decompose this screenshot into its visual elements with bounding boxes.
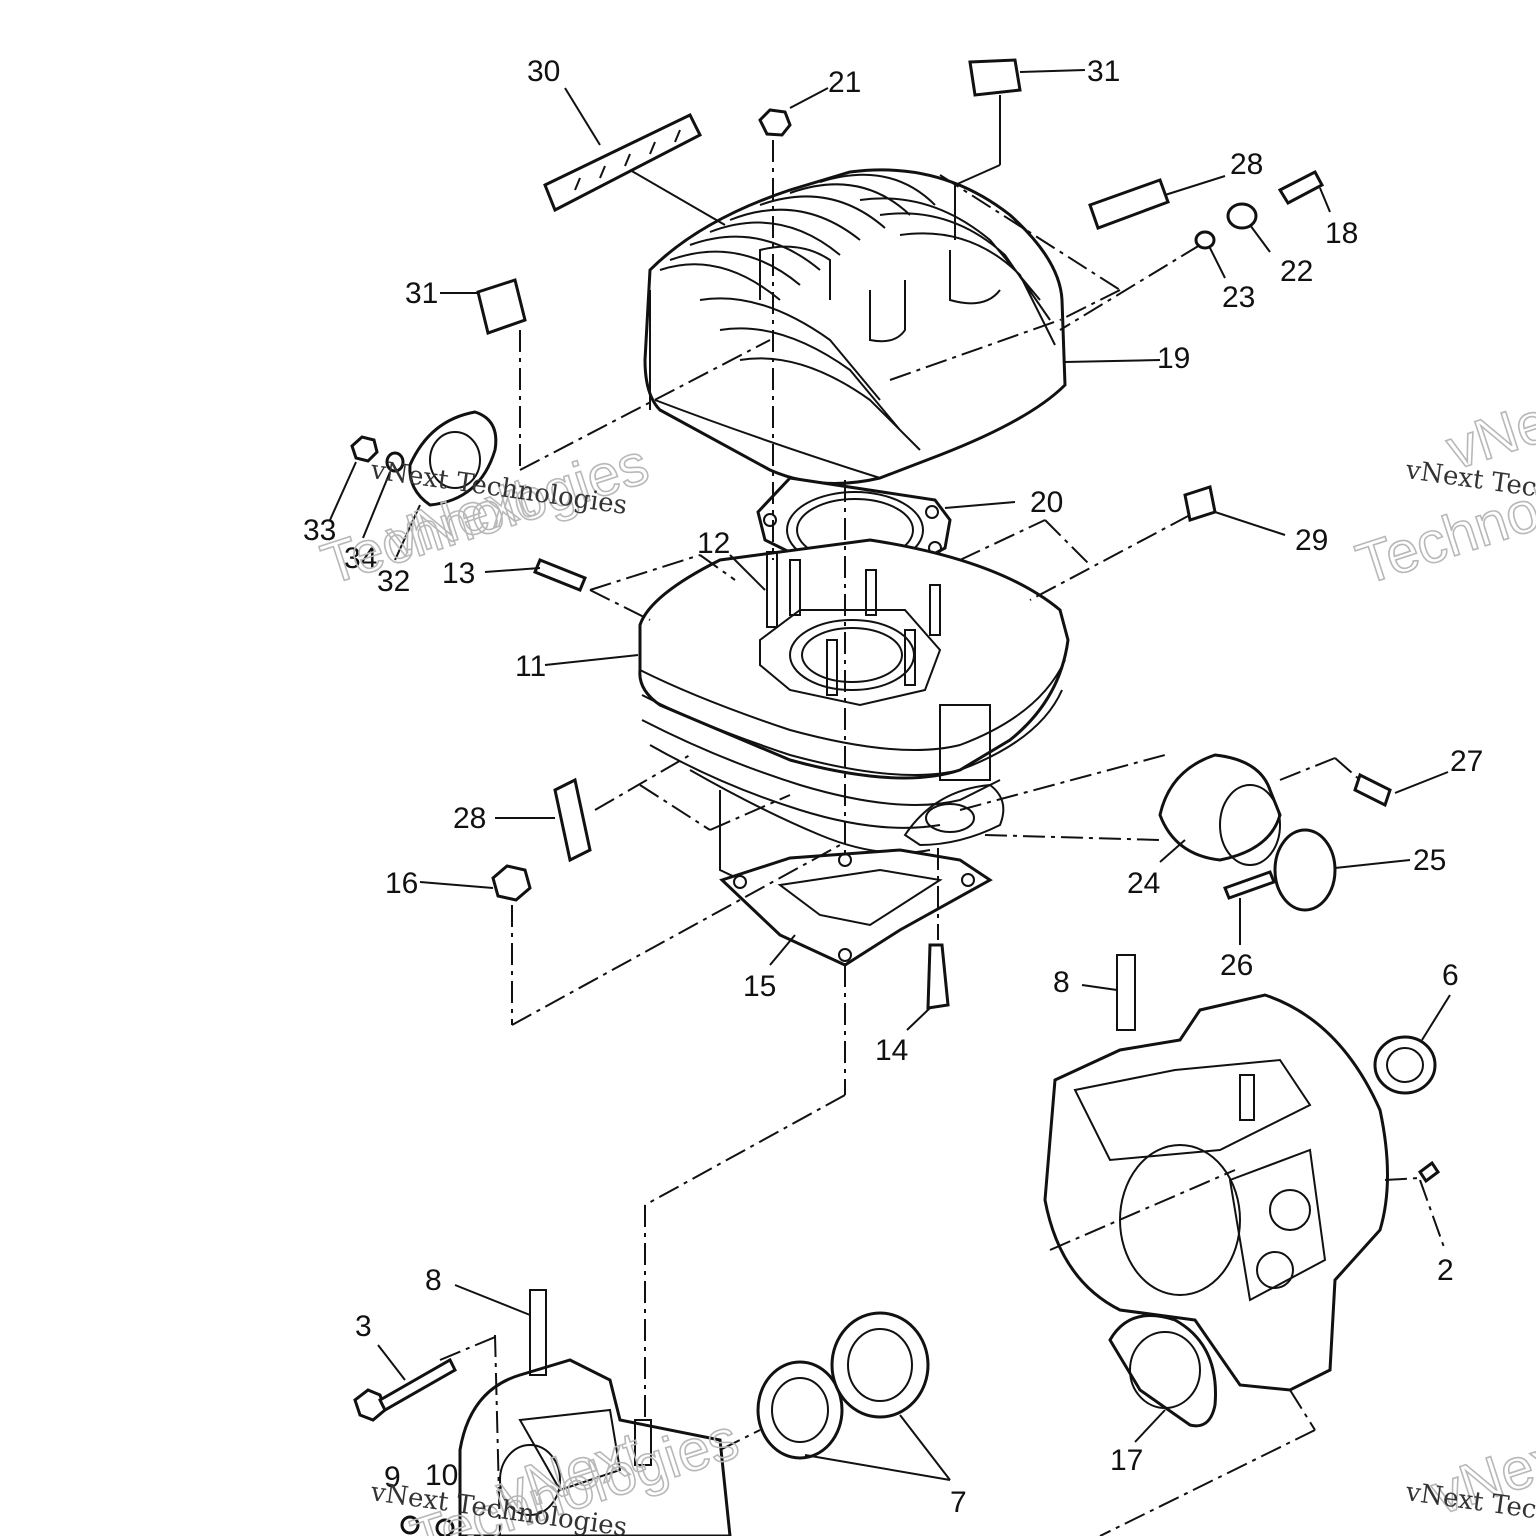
callout-13: 13 bbox=[442, 557, 475, 590]
callout-33: 33 bbox=[303, 514, 336, 547]
callout-11: 11 bbox=[515, 650, 546, 683]
callout-9: 9 bbox=[384, 1461, 401, 1494]
callout-22: 22 bbox=[1280, 255, 1313, 288]
callout-17: 17 bbox=[1110, 1444, 1143, 1477]
cylinder-studs bbox=[766, 551, 941, 696]
cylinder-head bbox=[643, 168, 1067, 485]
callout-25: 25 bbox=[1413, 844, 1446, 877]
callout-10: 10 bbox=[425, 1459, 458, 1492]
callout-18: 18 bbox=[1325, 217, 1358, 250]
callout-numbers: 30 21 31 28 18 22 23 31 19 20 29 33 34 3… bbox=[303, 55, 1483, 1519]
callout-32: 32 bbox=[377, 565, 410, 598]
callout-16: 16 bbox=[385, 867, 418, 900]
callout-2: 2 bbox=[1437, 1254, 1454, 1287]
callout-8: 8 bbox=[1053, 966, 1070, 999]
callout-19: 19 bbox=[1157, 342, 1190, 375]
callout-29: 29 bbox=[1295, 524, 1328, 557]
callout-15: 15 bbox=[743, 970, 776, 1003]
callout-6: 6 bbox=[1442, 959, 1459, 992]
callout-3: 3 bbox=[355, 1310, 372, 1343]
callout-12: 12 bbox=[697, 527, 730, 560]
base-gasket bbox=[719, 848, 993, 967]
callout-8: 8 bbox=[425, 1264, 442, 1297]
callout-28: 28 bbox=[453, 802, 486, 835]
callout-27: 27 bbox=[1450, 745, 1483, 778]
callout-23: 23 bbox=[1222, 281, 1255, 314]
crankcase-right bbox=[1043, 954, 1441, 1428]
leader-lines bbox=[329, 69, 1451, 1481]
callout-26: 26 bbox=[1220, 949, 1253, 982]
callout-31: 31 bbox=[1087, 55, 1120, 88]
callout-30: 30 bbox=[527, 55, 560, 88]
callout-34: 34 bbox=[344, 542, 377, 575]
callout-20: 20 bbox=[1030, 486, 1063, 519]
cylinder bbox=[638, 538, 1070, 901]
callout-31: 31 bbox=[405, 277, 438, 310]
callout-21: 21 bbox=[828, 66, 861, 99]
callout-24: 24 bbox=[1127, 867, 1160, 900]
callout-14: 14 bbox=[875, 1034, 908, 1067]
callout-7: 7 bbox=[950, 1486, 967, 1519]
callout-28: 28 bbox=[1230, 148, 1263, 181]
crankcase-left bbox=[353, 1289, 930, 1536]
small-parts bbox=[350, 58, 1392, 1010]
alignment-lines bbox=[439, 140, 1446, 1536]
